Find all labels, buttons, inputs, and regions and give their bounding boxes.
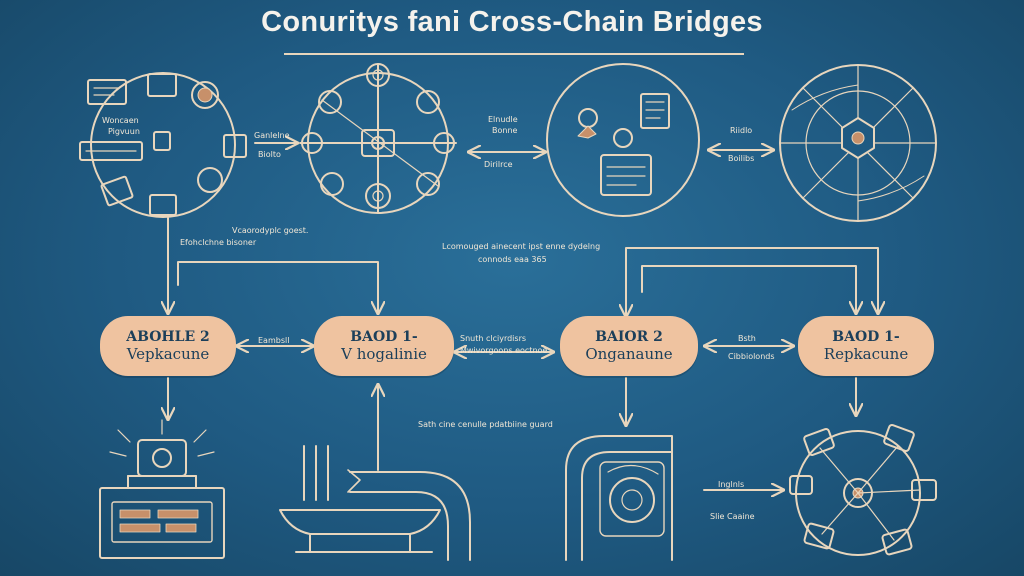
mid-right-label-b: connods eaa 365 <box>478 255 547 264</box>
node-box-1: ABOHLE 2 Vepkacune <box>100 316 236 376</box>
network-hub-2 <box>299 63 457 214</box>
node-arrow1-label: Eambsll <box>258 336 290 345</box>
pipe-basin <box>279 445 471 561</box>
node-box-1-line2: Vepkacune <box>126 345 210 363</box>
title-underline <box>284 53 744 55</box>
distributed-nodes <box>789 424 937 556</box>
node-arrow3-label-b: Cibbiolonds <box>728 352 775 361</box>
node-box-3: BAIOR 2 Onganaune <box>560 316 698 376</box>
top-arrow3-label-a: Riidlo <box>730 126 753 135</box>
node-box-2: BAOD 1- V hogalinie <box>314 316 454 376</box>
top-arrow1-label-a: Ganlelne <box>254 131 290 140</box>
top-arrow3-label-b: Boilibs <box>728 154 755 163</box>
node-box-4: BAOD 1- Repkacune <box>798 316 934 376</box>
bottom-right-label-b: Slie Caaine <box>710 512 755 521</box>
node-box-1-line1: ABOHLE 2 <box>126 329 210 345</box>
top-arrow2-label-b: Bonne <box>492 126 518 135</box>
ring1-label-b: Pigvuun <box>108 127 140 136</box>
mid-left-label-a: Vcaorodyplc goest. <box>232 226 309 235</box>
vault-gate <box>565 435 673 561</box>
mid-left-label-b: Efohclchne bisoner <box>180 238 257 247</box>
node-box-2-line1: BAOD 1- <box>350 329 418 345</box>
node-arrow2-label-b: Mwivorgoons eoctnoe <box>460 346 548 355</box>
top-arrow2-label-c: Dirilrce <box>484 160 513 169</box>
node-box-4-line2: Repkacune <box>823 345 909 363</box>
node-arrow3-label-a: Bsth <box>738 334 756 343</box>
node-box-3-line2: Onganaune <box>585 345 673 363</box>
node-box-3-line1: BAIOR 2 <box>595 329 663 345</box>
network-globe-4 <box>779 64 937 222</box>
console-device <box>99 419 225 559</box>
page-title: Conuritys fani Cross-Chain Bridges <box>261 6 763 38</box>
node-box-2-line2: V hogalinie <box>341 345 427 363</box>
bottom-right-label-a: Inglnls <box>718 480 745 489</box>
network-ring-1 <box>79 72 247 218</box>
node-arrow2-label-a: Snuth clciyrdisrs <box>460 334 527 343</box>
bottom-center-label: Sath cine cenulle pdatbiine guard <box>418 420 553 429</box>
top-arrow1-label-b: Biolto <box>258 150 281 159</box>
node-box-4-line1: BAOD 1- <box>832 329 900 345</box>
ring1-label-a: Woncaen <box>102 116 139 125</box>
network-node-3 <box>546 63 700 217</box>
mid-right-label-a: Lcomouged ainecent ipst enne dydelng <box>442 242 601 251</box>
top-arrow2-label-a: Elnudle <box>488 115 518 124</box>
